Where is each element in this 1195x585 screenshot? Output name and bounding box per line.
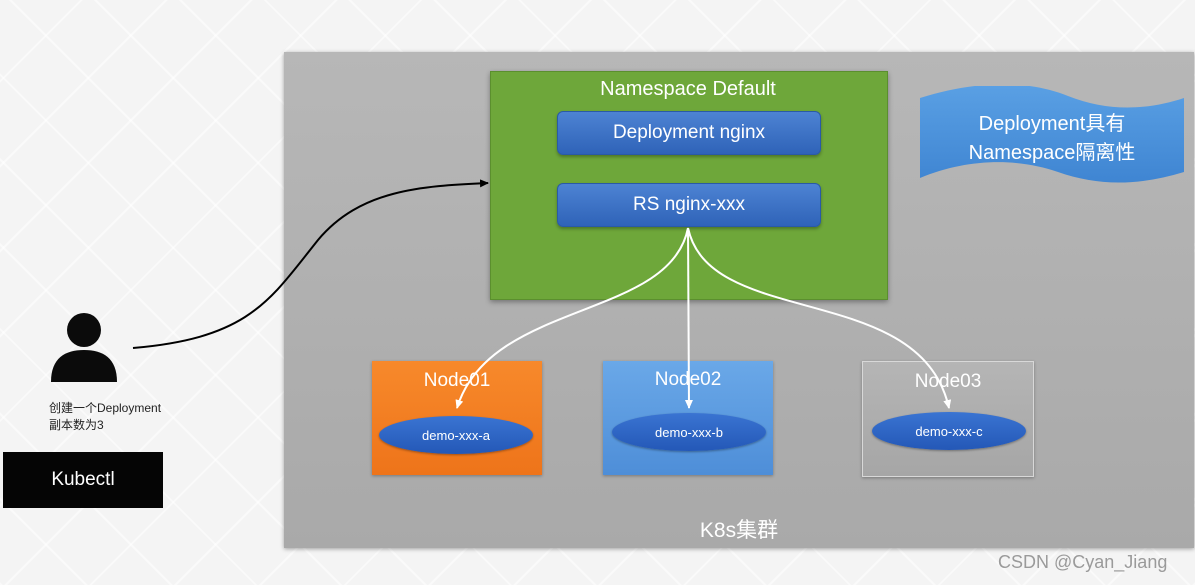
user-caption-line-2: 副本数为3 [49,418,104,432]
user-caption-line-1: 创建一个Deployment [49,401,162,415]
pod-demo-c: demo-xxx-c [872,412,1026,450]
rs-to-node02-arrow [684,227,693,409]
user-caption: 创建一个Deployment 副本数为3 [49,400,161,434]
node-03-label: Node03 [914,371,982,392]
kubectl-to-namespace-arrow [132,179,489,349]
replicaset-pill: RS nginx-xxx [557,183,821,227]
pod-demo-a: demo-xxx-a [379,416,533,454]
pod-demo-b: demo-xxx-b [612,413,766,451]
callout-banner-text: Deployment具有 Namespace隔离性 [918,110,1186,168]
cluster-label: K8s集群 [699,519,779,542]
node-03-box: Node03 demo-xxx-c [862,361,1034,477]
node-01-box: Node01 demo-xxx-a [372,361,542,475]
rs-to-node01-arrow [455,227,689,409]
callout-banner-shape [920,86,1184,183]
callout-line-2: Namespace隔离性 [968,142,1136,164]
kubectl-box: Kubectl [3,452,163,508]
deployment-pill: Deployment nginx [557,111,821,155]
watermark: CSDN @Cyan_Jiang [998,552,1168,572]
namespace-label: Namespace Default [600,78,776,100]
user-icon [51,313,117,382]
rs-to-node03-arrow [687,227,952,409]
callout-line-1: Deployment具有 [978,113,1126,135]
